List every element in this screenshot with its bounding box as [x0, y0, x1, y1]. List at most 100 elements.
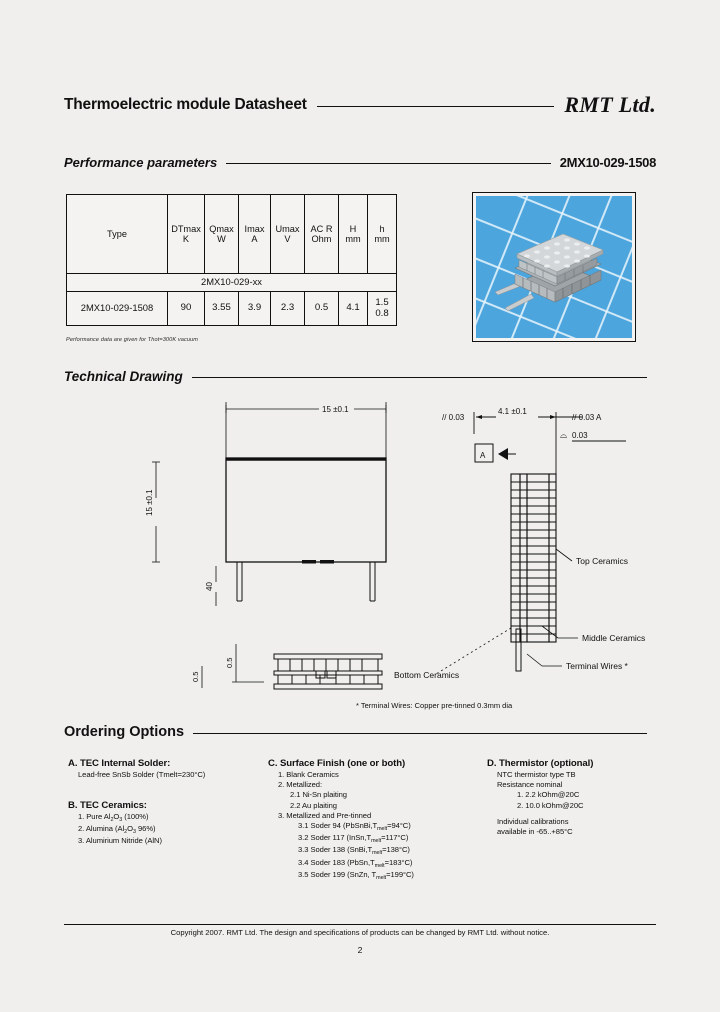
col-header-imax: Imax A — [238, 194, 271, 274]
cell-type: 2MX10-029-1508 — [66, 291, 168, 326]
option-group-a: A. TEC Internal Solder: Lead-free SnSb S… — [68, 758, 268, 780]
section-title-drawing: Technical Drawing — [64, 368, 183, 384]
b1-post: (100%) — [122, 812, 149, 821]
cell-imax: 3.9 — [238, 291, 271, 326]
tec-module-image — [494, 233, 604, 312]
copyright-text: Copyright 2007. RMT Ltd. The design and … — [170, 928, 550, 937]
col-header-acr: AC R Ohm — [304, 194, 339, 274]
table-header-row: Type DTmax K Qmax W Imax A Umax V — [66, 194, 397, 274]
dim-total-height: 4.1 ±0.1 — [498, 407, 527, 416]
table-footnote: Performance data are given for Thot=300K… — [66, 337, 199, 343]
hh-line2: mm — [374, 234, 390, 244]
option-group-c: C. Surface Finish (one or both) 1. Blank… — [268, 758, 483, 882]
qmax-line2: W — [217, 234, 226, 244]
cell-acr: 0.5 — [304, 291, 339, 326]
c31-post: =94°C) — [387, 820, 411, 830]
col-header-h: H mm — [338, 194, 368, 274]
datum-label: A — [480, 451, 486, 460]
umax-line2: V — [284, 234, 291, 244]
umax-line1: Umax — [275, 223, 300, 234]
option-b-item-1: 1. Pure Al2O3 (100%) — [68, 812, 268, 824]
option-d-item-2: Resistance nominal — [497, 780, 563, 790]
dim-thickness: 0.5 — [225, 658, 234, 668]
c32-sub: melt — [371, 838, 382, 845]
section-header-ordering: Ordering Options — [64, 722, 656, 742]
option-c-item-3-5: 3.5 Soder 199 (SnZn, Tmelt=199°C) — [268, 870, 483, 882]
option-b-heading: B. TEC Ceramics: — [68, 800, 147, 811]
label-bottom-ceramics: Bottom Ceramics — [394, 670, 459, 680]
c34-post: =183°C) — [384, 857, 413, 867]
option-c-item-3-1: 3.1 Soder 94 (PbSnBi,Tmelt=94°C) — [268, 821, 483, 833]
c31-sub: melt — [377, 825, 388, 832]
option-c-item-2-2: 2.2 Au plaiting — [290, 800, 337, 810]
section-rule-ordering — [193, 732, 647, 734]
header-rule — [316, 105, 555, 107]
option-c-heading: C. Surface Finish (one or both) — [268, 758, 406, 769]
col-header-hh: h mm — [367, 194, 397, 274]
option-group-d: D. Thermistor (optional) NTC thermistor … — [487, 758, 662, 837]
table-family-row: 2MX10-029-xx — [66, 273, 397, 292]
option-d-item-4: 2. 10.0 kOhm@20C — [517, 800, 584, 810]
label-terminal-wires: Terminal Wires * — [566, 661, 629, 671]
b1-sub2: 3 — [119, 817, 123, 823]
b1-mid: O — [113, 812, 120, 821]
acr-line1: AC R — [310, 223, 333, 234]
c35-pre: 3.5 Soder 199 (SnZn, T — [298, 869, 377, 879]
c34-pre: 3.4 Soder 183 (PbSn,T — [298, 857, 375, 867]
b2-sub1: 2 — [124, 829, 128, 836]
qmax-line1: Qmax — [209, 223, 234, 234]
c35-post: =199°C) — [386, 869, 414, 879]
label-middle-ceramics: Middle Ceramics — [582, 633, 645, 643]
photo-background — [476, 196, 632, 338]
option-c-item-2: 2. Metallized: — [278, 780, 323, 790]
page-number: 2 — [357, 945, 363, 955]
option-d-item-1: NTC thermistor type TB — [497, 770, 576, 779]
c31-pre: 3.1 Soder 94 (PbSnBi,T — [298, 820, 378, 830]
b2-sub2: 3 — [132, 829, 136, 836]
flatness-symbol-icon: ⌓ — [560, 430, 567, 440]
company-logo-text: RMT Ltd. — [564, 92, 656, 117]
acr-line2: Ohm — [311, 234, 332, 244]
section-header-drawing: Technical Drawing — [64, 366, 656, 386]
section-rule — [226, 162, 551, 164]
h-line1: H — [349, 223, 357, 234]
ordering-options: A. TEC Internal Solder: Lead-free SnSb S… — [64, 758, 660, 908]
dim-wire-length: 40 — [205, 582, 214, 591]
h-line2: mm — [345, 234, 361, 244]
b2-mid: O — [127, 824, 133, 834]
dim-left-height: 15 ±0.1 — [145, 489, 154, 516]
section-rule-drawing — [191, 376, 647, 378]
section-title-performance: Performance parameters — [64, 154, 218, 170]
drawing-footnote: * Terminal Wires: Copper pre-tinned 0.3m… — [356, 701, 513, 710]
b2-pre: 2. Alumina (Al — [78, 824, 125, 834]
col-header-umax: Umax V — [270, 194, 305, 274]
option-a-item: Lead-free SnSb Solder (Tmelt=230°C) — [78, 770, 206, 779]
option-c-item-3-4: 3.4 Soder 183 (PbSn,Tmelt=183°C) — [268, 858, 483, 870]
option-d-item-3: 1. 2.2 kOhm@20C — [517, 790, 580, 800]
c32-pre: 3.2 Soder 117 (InSn,T — [298, 833, 372, 843]
col-header-qmax: Qmax W — [204, 194, 239, 274]
cell-dtmax: 90 — [167, 291, 205, 326]
option-d-note-2: available in -65..+85°C — [497, 826, 573, 836]
gdt-flatness-right: 0.03 — [572, 431, 588, 440]
part-number: 2MX10-029-1508 — [559, 154, 657, 170]
document-header: Thermoelectric module Datasheet RMT Ltd. — [64, 92, 656, 118]
technical-drawing: 15 ±0.1 15 ±0.1 40 0.5 0.5 // 0.03 4.1 ±… — [64, 386, 656, 716]
product-photo — [472, 192, 636, 342]
cell-h: 4.1 — [338, 291, 368, 326]
c35-sub: melt — [376, 874, 387, 881]
option-b-item-3: 3. Alumirium Nitride (AlN) — [78, 836, 162, 846]
page-title: Thermoelectric module Datasheet — [64, 96, 307, 113]
footer-divider — [64, 924, 656, 925]
dtmax-line2: K — [182, 234, 190, 244]
option-c-item-3: 3. Metallized and Pre-tinned — [278, 810, 372, 820]
imax-line1: Imax — [244, 223, 265, 234]
dim-side: 0.5 — [191, 672, 200, 682]
option-d-heading: D. Thermistor (optional) — [487, 758, 594, 769]
option-d-note-1: Individual calibrations — [497, 816, 569, 826]
cell-hh: 1.5 0.8 — [367, 291, 397, 326]
b1-sub1: 2 — [110, 817, 114, 823]
dtmax-line1: DTmax — [171, 223, 201, 234]
table-row: 2MX10-029-1508 90 3.55 3.9 2.3 0.5 4.1 1… — [66, 291, 397, 326]
